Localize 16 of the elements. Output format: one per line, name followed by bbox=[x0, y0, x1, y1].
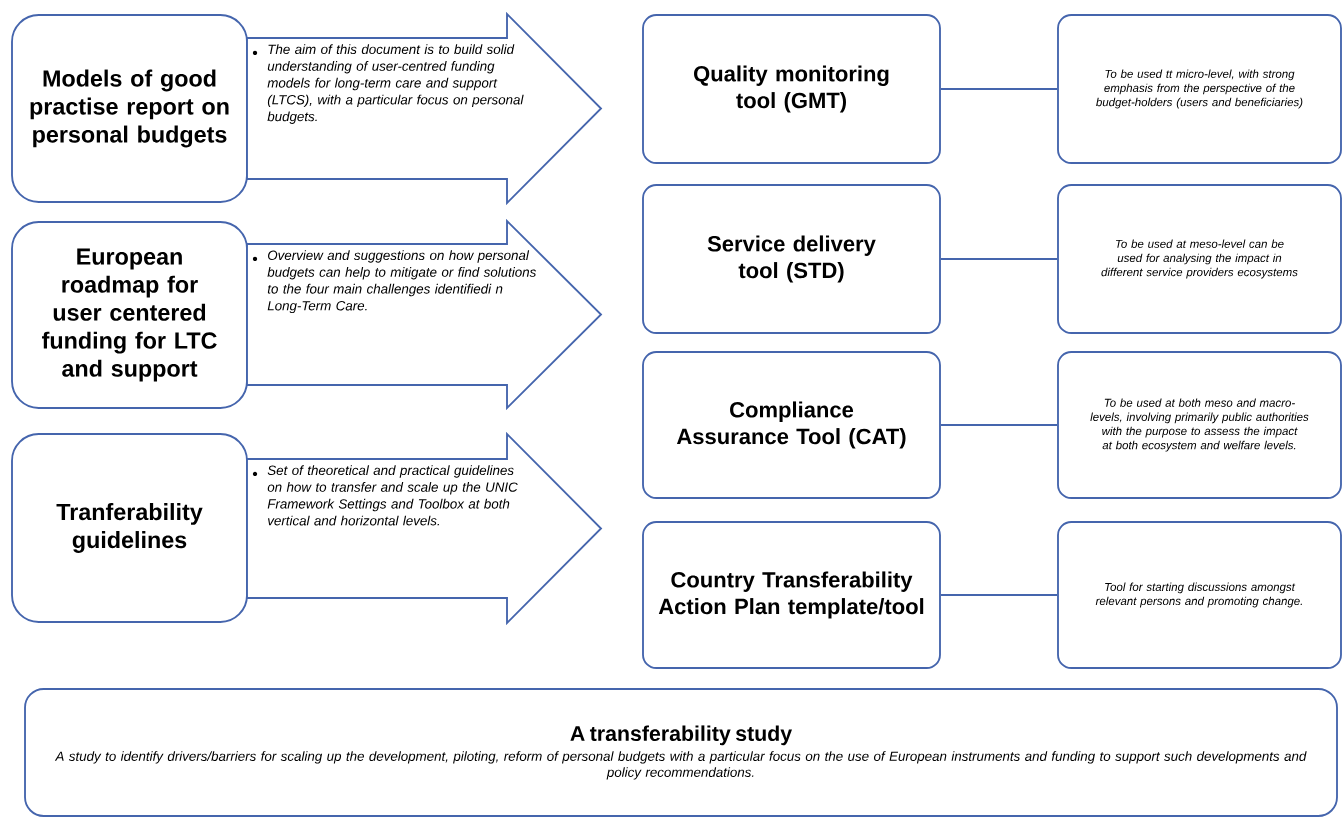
document-box: Models of good practise report on personal budgets bbox=[11, 14, 248, 203]
connector-line bbox=[940, 594, 1058, 596]
tool-box: Compliance Assurance Tool (CAT) bbox=[642, 351, 941, 499]
connector-line bbox=[940, 88, 1058, 90]
tool-box: Quality monitoring tool (GMT) bbox=[642, 14, 941, 164]
description-box: To be used at both meso and macro-levels, involving primarily public authorities with the purpose to assess the impact at both ecosystem and welfare levels. bbox=[1057, 351, 1342, 499]
document-box: Tranferability guidelines bbox=[11, 433, 248, 623]
connector-line bbox=[940, 258, 1058, 260]
tool-box: Country Transferability Action Plan template/tool bbox=[642, 521, 941, 669]
description-box: To be used at meso-level can be used for analysing the impact in different service providers ecosystems bbox=[1057, 184, 1342, 334]
document-box: European roadmap for user centered funding for LTC and support bbox=[11, 221, 248, 409]
tool-box: Service delivery tool (STD) bbox=[642, 184, 941, 334]
study-box: A transferability study A study to identify drivers/barriers for scaling up the development, piloting, reform of personal budgets with a particular focus on the use of European instruments and funding to support such developments and policy recommendations. bbox=[24, 688, 1338, 817]
description-box: Tool for starting discussions amongst relevant persons and promoting change. bbox=[1057, 521, 1342, 669]
connector-line bbox=[940, 424, 1058, 426]
description-box: To be used tt micro-level, with strong emphasis from the perspective of the budget-holders (users and beneficiaries) bbox=[1057, 14, 1342, 164]
